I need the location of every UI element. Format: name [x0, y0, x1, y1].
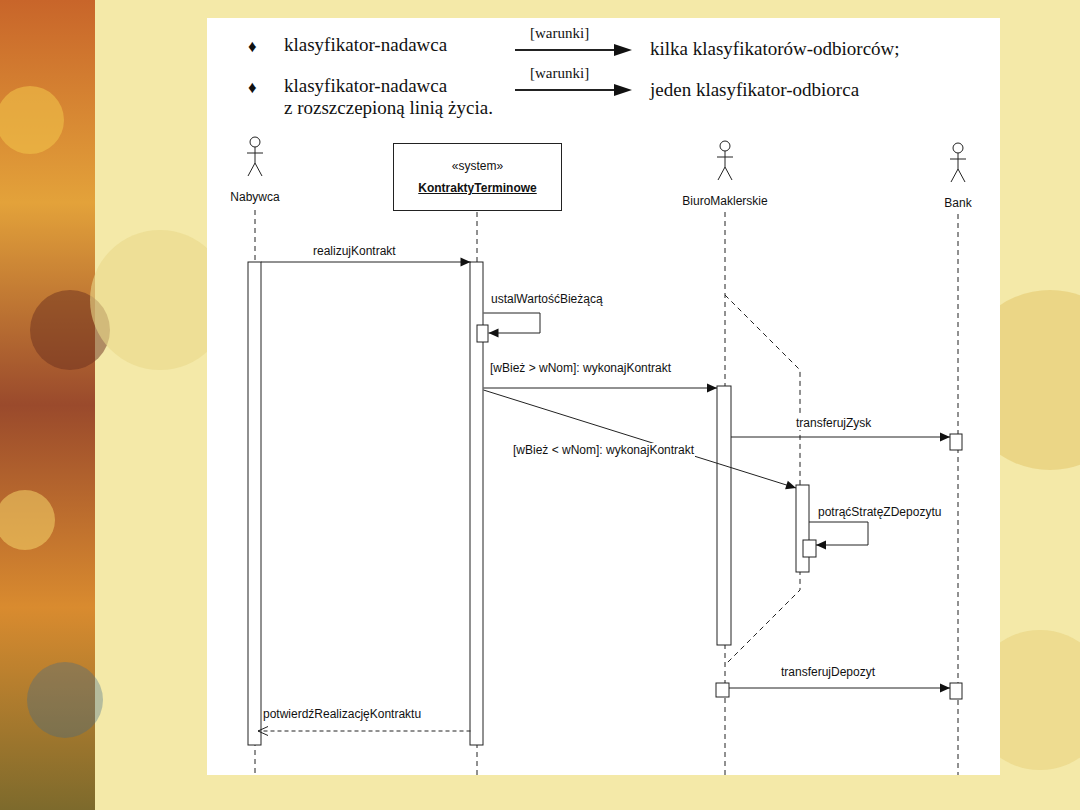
actor: BiuroMaklerskie [680, 140, 770, 208]
message-line [729, 688, 950, 689]
arrow-head [461, 258, 471, 267]
message-label: transferujZysk [795, 416, 872, 430]
message-arrow [484, 384, 718, 393]
message-label: [wBież > wNom]: wykonajKontrakt [489, 361, 672, 375]
message-label: [wBież < wNom]: wykonajKontrakt [512, 443, 695, 457]
message-arrow [731, 433, 950, 442]
legend-arrows [515, 44, 632, 96]
bullet-mark: ♦ [248, 37, 257, 57]
message-label: realizujKontrakt [312, 244, 397, 258]
message-line [731, 437, 950, 438]
system-box: «system» KontraktyTerminowe [393, 143, 562, 211]
message-arrow [729, 684, 950, 693]
bullet-mark: ♦ [248, 78, 257, 98]
message-line [484, 390, 797, 488]
arrow-head [785, 481, 796, 490]
arrow-head [940, 684, 950, 693]
lifelines [255, 210, 958, 775]
stereotype: «system» [452, 158, 503, 174]
message-line [261, 262, 471, 263]
arrow-head [816, 541, 826, 550]
arrow-head [489, 329, 499, 338]
actor-name: Bank [942, 196, 974, 210]
legend-text: klasyfikator-nadawca [284, 34, 447, 56]
message-line [484, 388, 718, 389]
message-label: ustalWartośćBieżącą [490, 292, 604, 306]
message-line [258, 731, 471, 732]
actor: Bank [942, 142, 974, 210]
actor-name: BiuroMaklerskie [680, 194, 770, 208]
actor-figure [715, 140, 735, 182]
legend-text: [warunki] [530, 64, 589, 82]
actor: Nabywca [228, 136, 282, 204]
arrow-head [940, 433, 950, 442]
message-arrow [261, 258, 471, 267]
message-label: transferujDepozyt [780, 665, 876, 679]
return-message [258, 727, 471, 736]
legend-text: klasyfikator-nadawca z rozszczepioną lin… [284, 75, 584, 119]
message-arrow [484, 390, 797, 489]
message-line [484, 313, 541, 333]
actor-figure [245, 136, 265, 178]
actor-name: Nabywca [228, 190, 282, 204]
legend-text: [warunki] [530, 24, 589, 42]
legend-text: kilka klasyfikatorów-odbiorców; [650, 38, 900, 60]
self-message [809, 522, 868, 550]
message-label: potrąćStratęZDepozytu [817, 505, 942, 519]
legend-text: jeden klasyfikator-odbiorca [650, 79, 859, 101]
activation-bars [248, 262, 962, 745]
message-label: potwierdźRealizacjęKontraktu [262, 707, 422, 721]
message-line [809, 522, 868, 545]
arrow-head [707, 384, 717, 393]
actor-figure [948, 142, 968, 184]
self-message [484, 313, 541, 338]
arrow-head [258, 727, 268, 736]
class-name: KontraktyTerminowe [418, 180, 536, 196]
